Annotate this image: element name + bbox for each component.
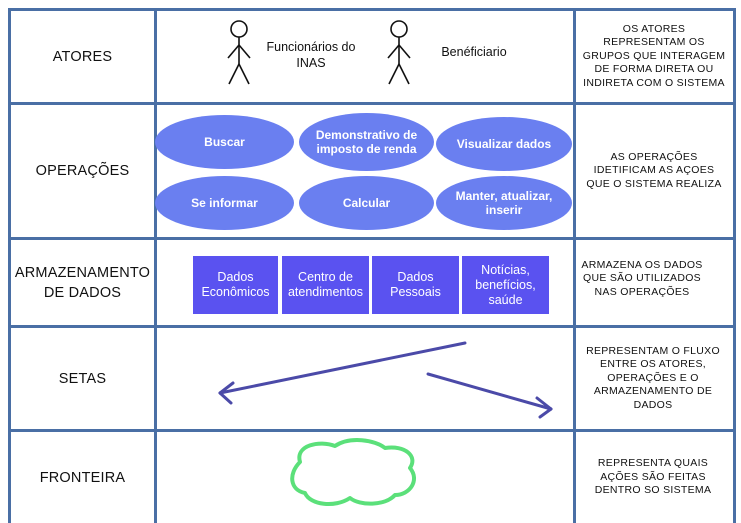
grid-line [573,8,576,523]
arrow-icon [426,372,553,419]
grid-line [8,429,736,432]
operation-se-informar: Se informar [155,176,294,230]
data-store-economicos: Dados Econômicos [193,256,278,314]
operation-calcular: Calcular [299,176,434,230]
actor-funcionarios: Funcionários do INAS [266,40,356,70]
arrow-icon [218,341,467,405]
grid-line [8,8,736,11]
row-description-atores: OS ATORES REPRESENTAM OS GRUPOS QUE INTE… [582,22,726,89]
row-label-armazenamento: ARMAZENAMENTO DE DADOS [14,264,151,301]
operation-visualizar-dados: Visualizar dados [436,117,572,171]
row-description-setas: REPRESENTAM O FLUXO ENTRE OS ATORES, OPE… [586,344,720,411]
boundary-cloud-icon [290,438,416,506]
grid-line [8,325,736,328]
data-store-pessoais: Dados Pessoais [372,256,459,314]
data-store-centro: Centro de atendimentos [282,256,369,314]
actor-beneficiario: Benéficiario [441,45,507,59]
operation-manter: Manter, atualizar, inserir [436,176,572,230]
grid-line [8,237,736,240]
row-description-operacoes: AS OPERAÇÕES IDETIFICAM AS AÇOES QUE O S… [586,150,722,190]
data-store-noticias: Notícias, benefícios, saúde [462,256,549,314]
stick-figure-icon [387,20,411,85]
row-label-atores: ATORES [52,48,113,65]
stick-figure-icon [227,20,251,85]
row-description-fronteira: REPRESENTA QUAIS AÇÕES SÃO FEITAS DENTRO… [594,457,712,497]
grid-line [8,102,736,105]
grid-line [154,8,157,523]
row-label-operacoes: OPERAÇÕES [35,163,130,179]
row-description-armazenamento: ARMAZENA OS DADOS QUE SÃO UTILIZADOS NAS… [581,258,703,298]
row-label-setas: SETAS [58,370,107,387]
grid-line [733,8,736,523]
row-label-fronteira: FRONTEIRA [39,469,126,486]
operation-buscar: Buscar [155,115,294,169]
grid-line [8,8,11,523]
operation-demonstrativo: Demonstrativo de imposto de renda [299,113,434,171]
